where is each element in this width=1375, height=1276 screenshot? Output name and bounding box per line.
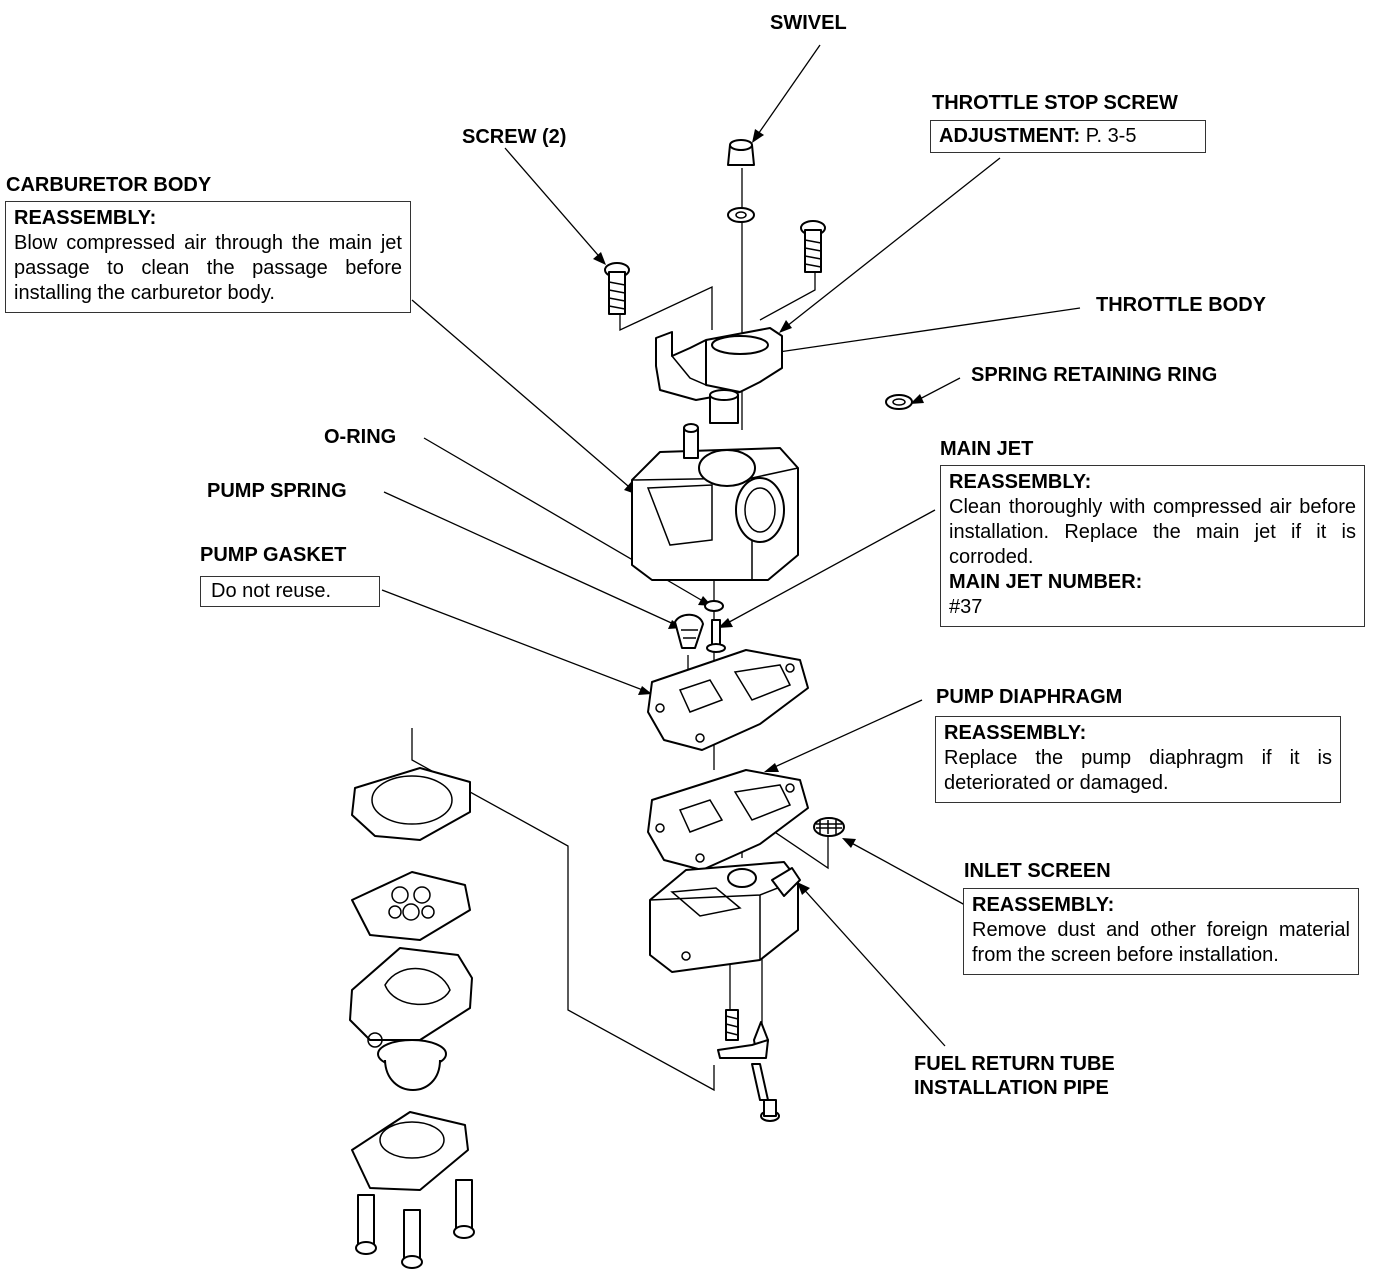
label-throttle-stop-screw: THROTTLE STOP SCREW <box>932 92 1178 114</box>
box-pump-diaphragm: REASSEMBLY: Replace the pump diaphragm i… <box>935 716 1341 803</box>
throttle-body-part <box>655 327 783 424</box>
inlet-screen-part <box>813 817 845 837</box>
pump-diaphragm-part <box>647 769 809 871</box>
carburetor-body-part <box>631 423 799 581</box>
box-main-jet-heading: REASSEMBLY: <box>949 471 1092 493</box>
spring-retaining-ring-part <box>885 394 913 410</box>
box-pump-diaphragm-text: Replace the pump diaphragm if it is dete… <box>944 747 1332 794</box>
box-main-jet-number-value: #37 <box>949 596 983 618</box>
label-pump-diaphragm: PUMP DIAPHRAGM <box>936 686 1123 708</box>
box-pump-gasket-text: Do not reuse. <box>211 580 332 602</box>
swivel-part <box>727 139 755 223</box>
label-pump-gasket: PUMP GASKET <box>200 544 347 566</box>
box-throttle-stop-heading: ADJUSTMENT: <box>939 125 1081 147</box>
needle-lever-parts <box>717 1009 780 1122</box>
label-main-jet: MAIN JET <box>940 438 1034 460</box>
box-carburetor-body-text: Blow compressed air through the main jet… <box>14 232 402 304</box>
box-inlet-screen-heading: REASSEMBLY: <box>972 894 1115 916</box>
box-carburetor-body-heading: REASSEMBLY: <box>14 207 157 229</box>
o-ring-and-jets <box>674 600 726 653</box>
box-main-jet-number-heading: MAIN JET NUMBER: <box>949 571 1143 593</box>
screw-parts <box>604 220 826 315</box>
box-pump-gasket: Do not reuse. <box>200 576 380 607</box>
label-throttle-body: THROTTLE BODY <box>1096 294 1266 316</box>
label-swivel: SWIVEL <box>770 12 847 34</box>
label-pump-spring: PUMP SPRING <box>207 480 347 502</box>
box-inlet-screen-text: Remove dust and other foreign material f… <box>972 919 1350 966</box>
label-fuel-return-tube: FUEL RETURN TUBE INSTALLATION PIPE <box>914 1052 1115 1100</box>
box-carburetor-body: REASSEMBLY: Blow compressed air through … <box>5 201 411 313</box>
box-inlet-screen: REASSEMBLY: Remove dust and other foreig… <box>963 888 1359 975</box>
left-stack-parts <box>349 767 475 1269</box>
label-screw: SCREW (2) <box>462 126 567 148</box>
label-fuel-return-tube-line2: INSTALLATION PIPE <box>914 1077 1109 1099</box>
box-main-jet: REASSEMBLY: Clean thoroughly with compre… <box>940 465 1365 627</box>
box-throttle-stop-screw: ADJUSTMENT: P. 3-5 <box>930 120 1206 153</box>
label-spring-retaining-ring: SPRING RETAINING RING <box>971 364 1218 386</box>
label-o-ring: O-RING <box>324 426 397 448</box>
label-carburetor-body: CARBURETOR BODY <box>6 174 212 196</box>
box-throttle-stop-text: P. 3-5 <box>1085 125 1137 147</box>
pump-gasket-part <box>647 649 809 751</box>
box-main-jet-text: Clean thoroughly with compressed air bef… <box>949 496 1356 568</box>
box-pump-diaphragm-heading: REASSEMBLY: <box>944 722 1087 744</box>
metering-body-part <box>649 861 801 973</box>
label-inlet-screen: INLET SCREEN <box>964 860 1111 882</box>
label-fuel-return-tube-line1: FUEL RETURN TUBE <box>914 1053 1115 1075</box>
